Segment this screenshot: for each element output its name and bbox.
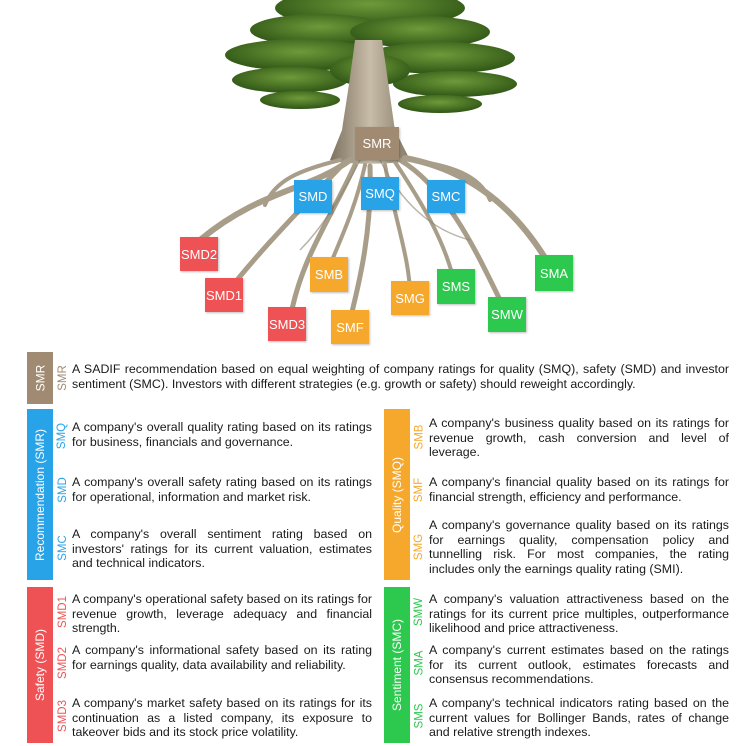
smg-description: A company's governance quality based on … bbox=[429, 518, 729, 576]
sms-code: SMS bbox=[413, 703, 426, 729]
node-smg: SMG bbox=[391, 281, 429, 315]
smw-code: SMW bbox=[413, 597, 426, 627]
tree-drawing bbox=[197, 0, 558, 323]
smw-description: A company's valuation attractiveness bas… bbox=[429, 592, 729, 636]
node-smd2: SMD2 bbox=[180, 237, 218, 271]
node-smd3: SMD3 bbox=[268, 307, 306, 341]
node-sma: SMA bbox=[535, 255, 573, 291]
smf-description: A company's financial quality based on i… bbox=[429, 475, 729, 504]
smd-code: SMD bbox=[56, 477, 69, 503]
sms-description: A company's technical indicators rating … bbox=[429, 696, 729, 740]
smc-code: SMC bbox=[56, 535, 69, 561]
node-smc: SMC bbox=[427, 180, 465, 213]
smc-description: A company's overall sentiment rating bas… bbox=[72, 527, 372, 571]
recommendation-tab: Recommendation (SMR) bbox=[27, 409, 53, 580]
smd3-code: SMD3 bbox=[56, 700, 69, 732]
sentiment-tab: Sentiment (SMC) bbox=[384, 587, 410, 743]
smd2-description: A company's informational safety based o… bbox=[72, 643, 372, 672]
smd1-description: A company's operational safety based on … bbox=[72, 592, 372, 636]
smd2-code: SMD2 bbox=[56, 647, 69, 679]
smb-description: A company's business quality based on it… bbox=[429, 416, 729, 460]
smr-code: SMR bbox=[56, 365, 69, 391]
node-sms: SMS bbox=[437, 269, 475, 304]
smq-code: SMQ bbox=[56, 422, 69, 450]
node-smd1: SMD1 bbox=[205, 278, 243, 312]
sma-description: A company's current estimates based on t… bbox=[429, 643, 729, 687]
smd-description: A company's overall safety rating based … bbox=[72, 475, 372, 504]
smr-tab: SMR bbox=[27, 352, 53, 404]
node-smq: SMQ bbox=[361, 177, 399, 210]
smd3-description: A company's market safety based on its r… bbox=[72, 696, 372, 740]
smb-code: SMB bbox=[413, 424, 426, 450]
node-smf: SMF bbox=[331, 310, 369, 344]
node-smb: SMB bbox=[310, 257, 348, 292]
smq-description: A company's overall quality rating based… bbox=[72, 420, 372, 449]
smg-code: SMG bbox=[413, 533, 426, 561]
smr-description: A SADIF recommendation based on equal we… bbox=[72, 362, 729, 391]
quality-tab: Quality (SMQ) bbox=[384, 409, 410, 580]
sma-code: SMA bbox=[413, 650, 426, 676]
tree-illustration: SMR SMD SMQ SMC SMD2 SMD1 SMD3 SMB SMF S… bbox=[0, 0, 743, 350]
smd1-code: SMD1 bbox=[56, 596, 69, 628]
node-smd: SMD bbox=[294, 180, 332, 213]
node-smr: SMR bbox=[355, 127, 399, 160]
safety-tab: Safety (SMD) bbox=[27, 587, 53, 743]
node-smw: SMW bbox=[488, 297, 526, 332]
smf-code: SMF bbox=[413, 477, 426, 503]
